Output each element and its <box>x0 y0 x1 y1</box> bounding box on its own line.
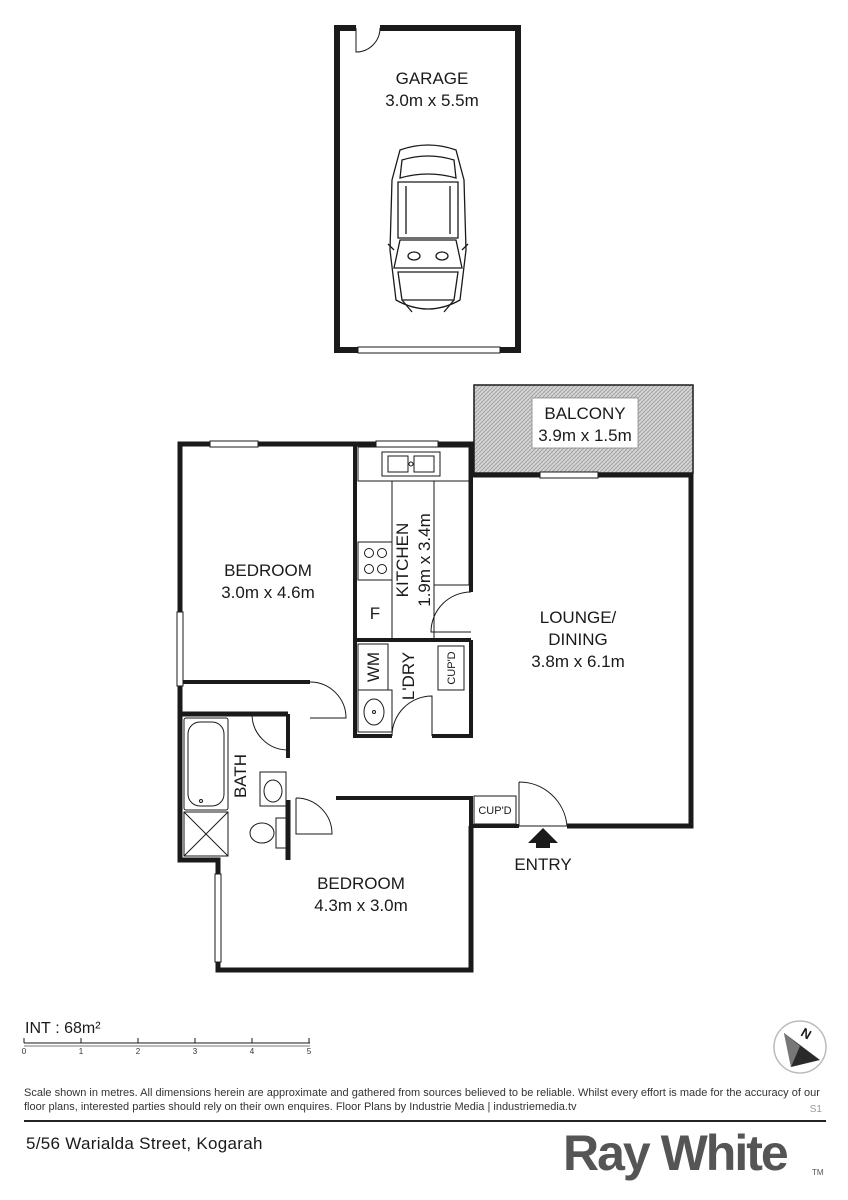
unit-walls <box>176 440 694 973</box>
area-label: INT <box>25 1020 51 1037</box>
kitchen-dims: 1.9m x 3.4m <box>415 513 434 607</box>
scale-tick-1: 1 <box>79 1047 84 1056</box>
disclaimer-text: Scale shown in metres. All dimensions he… <box>24 1087 820 1113</box>
car-icon <box>387 144 469 313</box>
property-address: 5/56 Warialda Street, Kogarah <box>26 1134 263 1153</box>
area-value: : 68m² <box>55 1020 101 1037</box>
entry-cupboard: CUP'D <box>473 795 517 825</box>
balcony: BALCONY 3.9m x 1.5m <box>473 384 694 474</box>
ray-white-logo: Ray White <box>563 1125 789 1181</box>
scale-tick-4: 4 <box>250 1047 255 1056</box>
laundry-label: L'DRY <box>399 652 418 700</box>
scale-tick-2: 2 <box>136 1047 141 1056</box>
kitchen-label: KITCHEN <box>393 523 412 598</box>
balcony-label: BALCONY <box>544 404 625 423</box>
laundry-cupboard-label: CUP'D <box>446 651 458 684</box>
sheet-code: S1 <box>809 1104 822 1115</box>
lounge-label-line-1: LOUNGE/ <box>540 608 617 627</box>
area-summary: INT : 68m² <box>25 1020 101 1038</box>
bedroom-2-label: BEDROOM <box>317 874 405 893</box>
bath-label: BATH <box>231 754 250 798</box>
trademark-mark: TM <box>812 1168 824 1177</box>
garage-dims: 3.0m x 5.5m <box>385 91 479 110</box>
laundry: WM L'DRY CUP'D <box>357 643 465 733</box>
bathroom: BATH <box>183 717 287 857</box>
entry-arrow-icon <box>528 828 558 848</box>
floor-plan: GARAGE 3.0m x 5.5m BALCONY 3.9m x 1.5m <box>22 25 827 1074</box>
garage: GARAGE 3.0m x 5.5m <box>334 25 521 354</box>
scale-tick-3: 3 <box>193 1047 198 1056</box>
washing-machine-label: WM <box>364 652 383 682</box>
bedroom-1-label: BEDROOM <box>224 561 312 580</box>
entry-label: ENTRY <box>514 855 571 874</box>
compass-icon: N <box>773 1020 827 1074</box>
garage-label: GARAGE <box>396 69 469 88</box>
scale-tick-5: 5 <box>307 1047 312 1056</box>
kitchen: KITCHEN 1.9m x 3.4m F <box>357 446 470 641</box>
lounge-label-line-2: DINING <box>548 630 608 649</box>
scale-tick-0: 0 <box>22 1047 27 1056</box>
bedroom-2-dims: 4.3m x 3.0m <box>314 896 408 915</box>
fridge-label: F <box>370 604 380 623</box>
entry-cupboard-label: CUP'D <box>478 805 511 817</box>
bedroom-1-dims: 3.0m x 4.6m <box>221 583 315 602</box>
balcony-dims: 3.9m x 1.5m <box>538 426 632 445</box>
lounge-dims: 3.8m x 6.1m <box>531 652 625 671</box>
scale-bar: 0 1 2 3 4 5 <box>22 1038 312 1056</box>
footer-divider <box>24 1120 826 1122</box>
